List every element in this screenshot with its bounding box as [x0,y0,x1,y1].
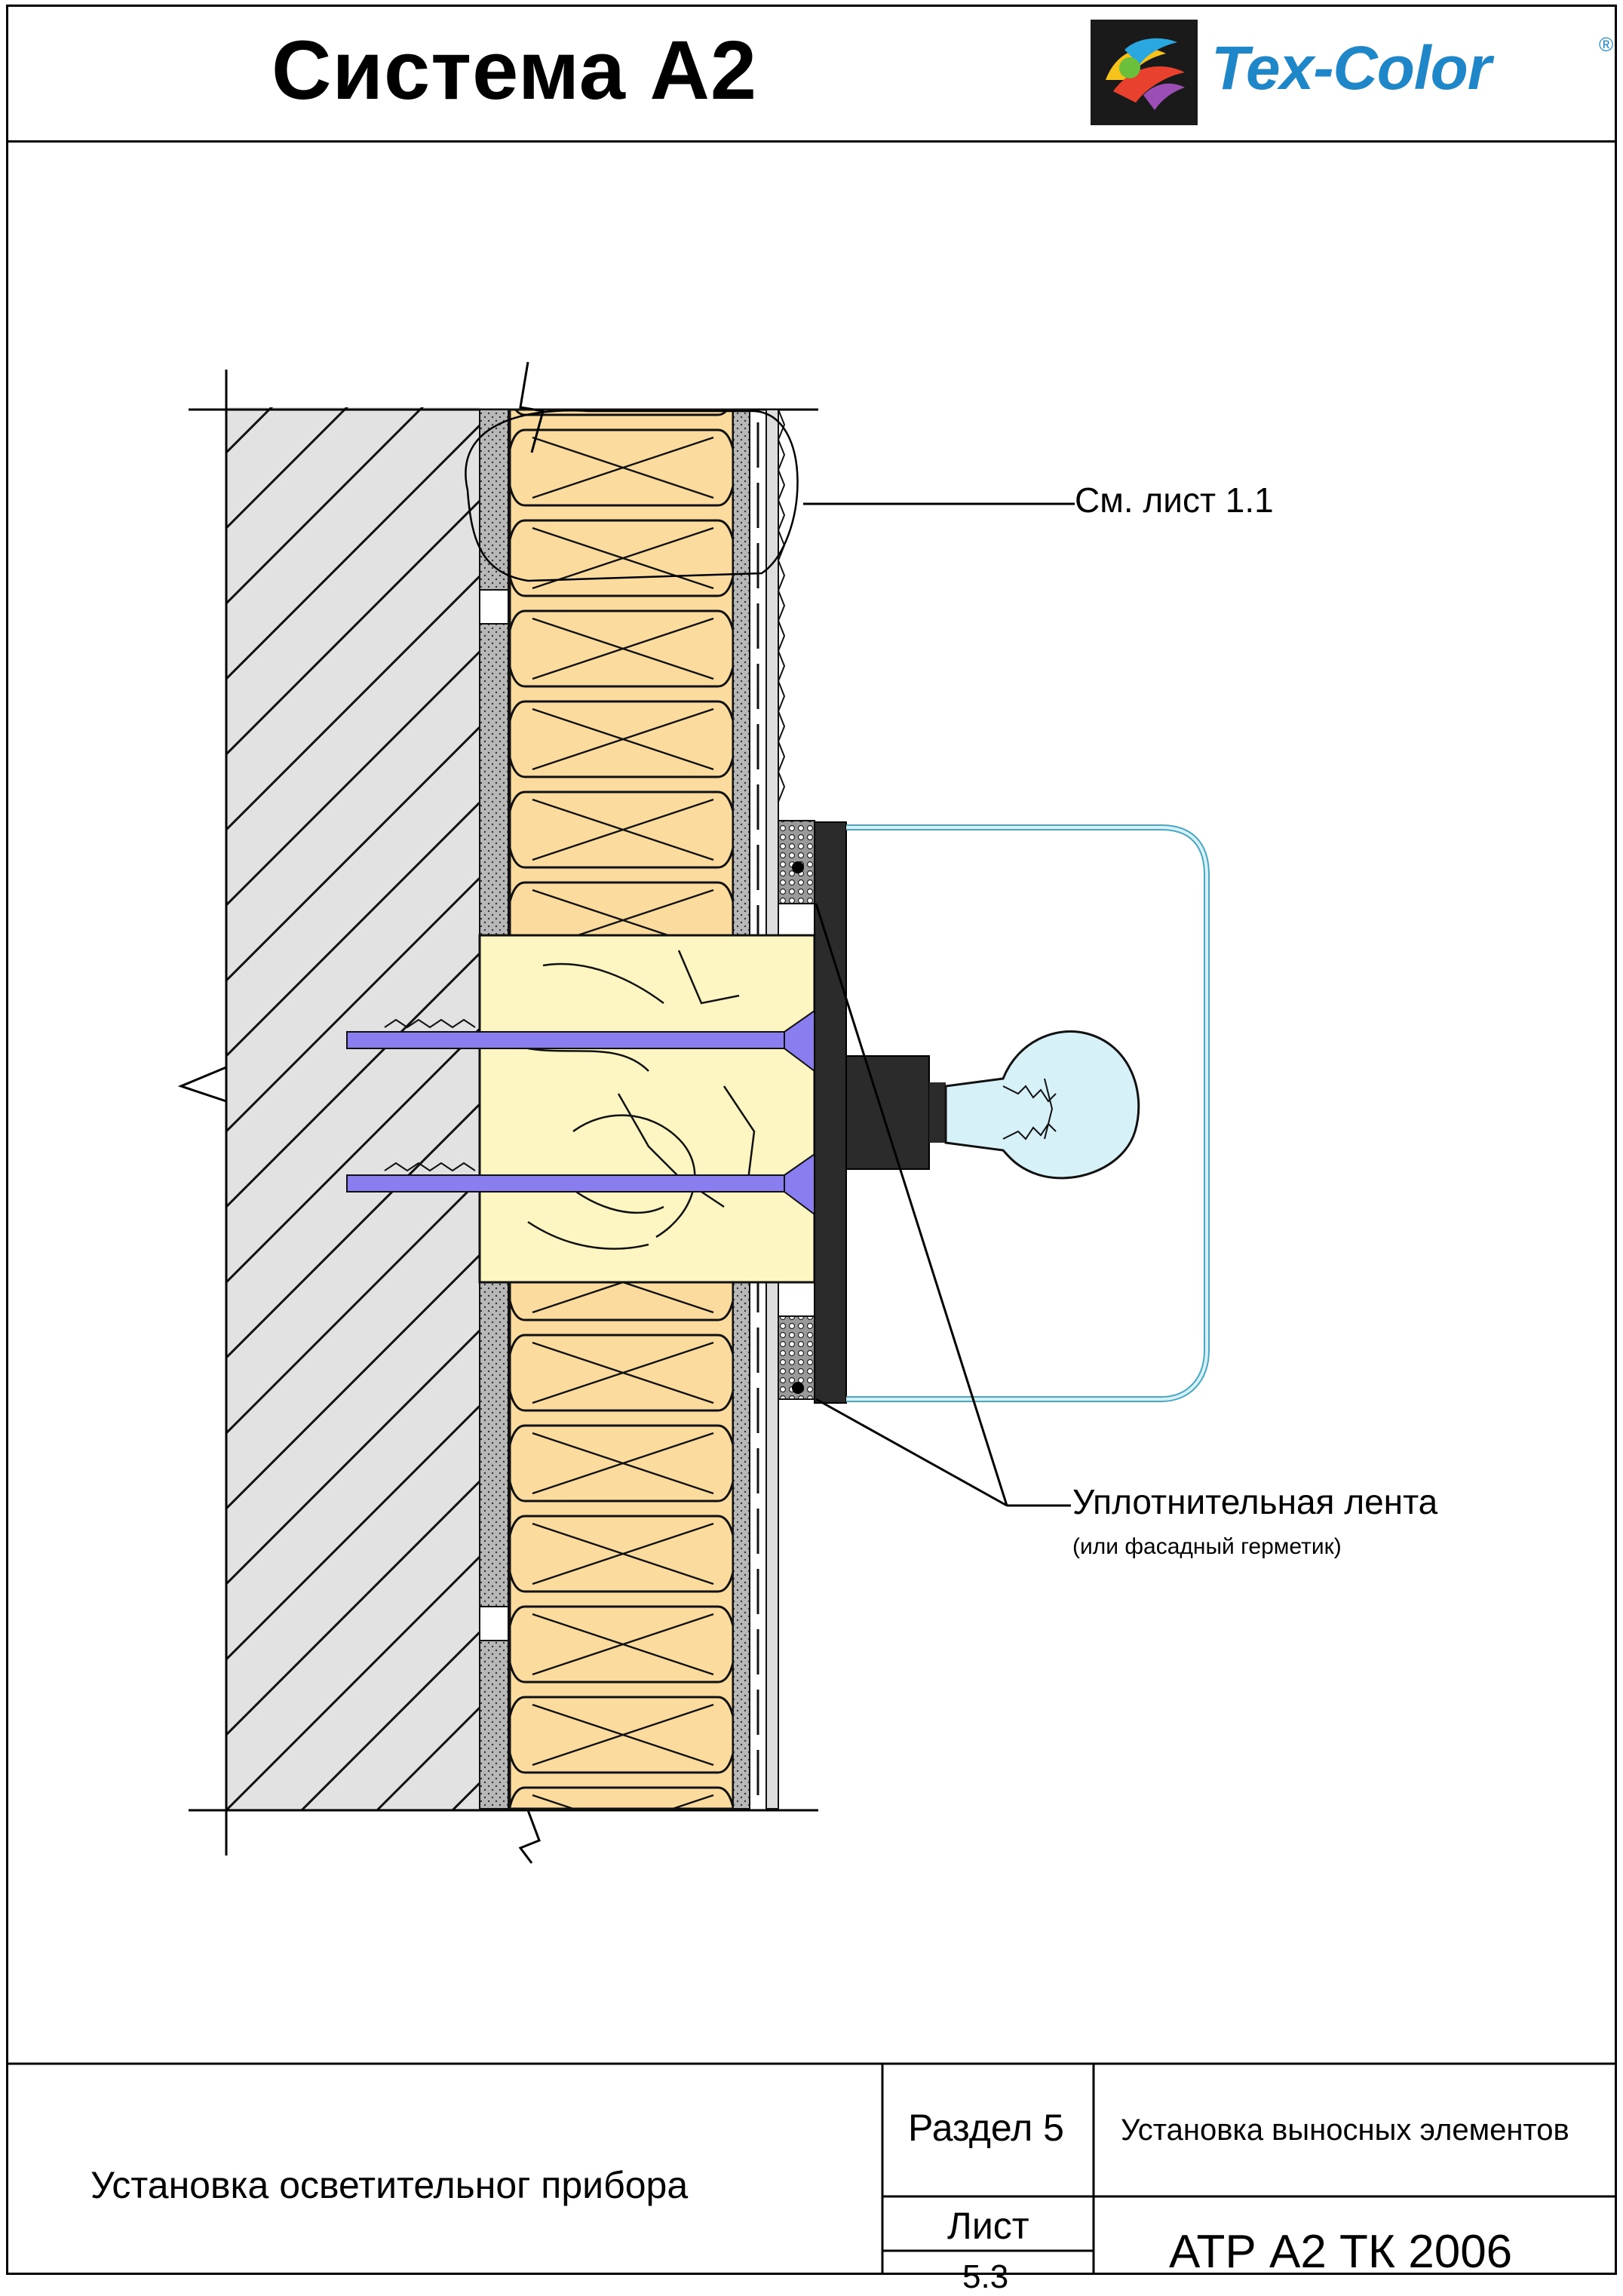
anchor-upper [346,1009,815,1073]
section-name: Установка выносных элементов [1121,2113,1569,2147]
tape-leader-upper [815,903,1008,1506]
reference-label: См. лист 1.1 [1075,480,1274,520]
concrete-wall [226,407,480,1810]
tape-leader-lower [815,1398,1008,1507]
page-title: Система А2 [272,24,758,117]
registered-mark: ® [1599,33,1614,56]
sealing-tape-note: (или фасадный герметик) [1072,1534,1342,1559]
break-symbol [177,1066,227,1103]
sealing-tape-label: Уплотнительная лента [1072,1482,1438,1521]
drawing-sheet [6,5,1617,2275]
tex-color-logo-icon [1091,20,1198,125]
detail-reference-ellipse [465,410,799,582]
drawing-name: Установка осветительног прибора [91,2164,689,2206]
document-code: АТР А2 ТК 2006 [1169,2226,1513,2278]
sheet-label: Лист [947,2205,1029,2247]
anchor-lower [346,1153,815,1216]
brand-name: Tex-Color [1211,34,1492,103]
lamp-base-plate [814,821,847,1404]
mounting-block [478,934,816,1284]
section-number: Раздел 5 [908,2107,1064,2149]
lamp-socket [845,1055,930,1170]
sheet-number: 5.3 [962,2258,1009,2295]
light-bulb-icon [944,1030,1140,1180]
header-divider [6,140,1617,143]
